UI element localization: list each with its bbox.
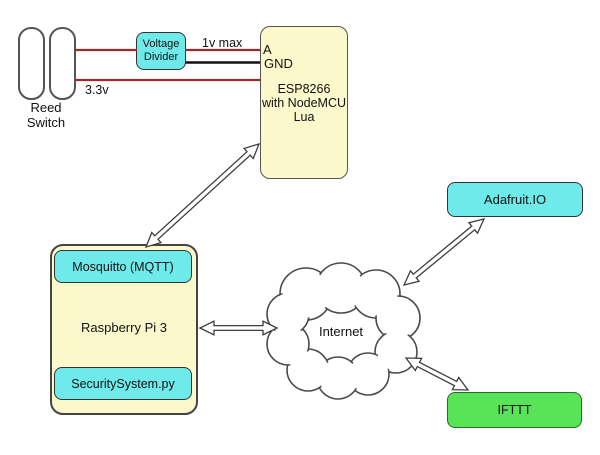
esp8266-label-line1: ESP8266 bbox=[277, 82, 331, 96]
arrow-rpi-to-internet bbox=[198, 320, 279, 336]
reed-switch-contact-left bbox=[18, 27, 45, 100]
internet-label: Internet bbox=[319, 324, 363, 339]
mosquitto-mqtt-box: Mosquitto (MQTT) bbox=[54, 250, 192, 283]
reed-switch-contact-right bbox=[49, 27, 76, 100]
esp8266-label: ESP8266 with NodeMCU Lua bbox=[260, 82, 348, 124]
adafruit-io-box: Adafruit.IO bbox=[447, 182, 583, 217]
esp8266-pin-gnd-label: GND bbox=[264, 56, 293, 71]
arrow-internet-to-ifttt bbox=[404, 357, 470, 391]
esp8266-pin-a-label: A bbox=[263, 42, 272, 57]
esp8266-box bbox=[260, 26, 348, 179]
internet-cloud: Internet bbox=[266, 262, 421, 400]
voltage-divider-label-line2: Divider bbox=[143, 51, 179, 63]
wire-label-3-3v: 3.3v bbox=[85, 83, 109, 97]
esp8266-label-line3: Lua bbox=[293, 110, 315, 124]
wire-label-1v-max: 1v max bbox=[202, 36, 243, 50]
arrow-esp-to-rpi bbox=[144, 142, 261, 249]
raspberry-pi-label: Raspberry Pi 3 bbox=[81, 320, 167, 335]
reed-switch-label-line1: Reed bbox=[30, 100, 62, 115]
reed-switch-label: Reed Switch bbox=[8, 100, 84, 130]
reed-switch-label-line2: Switch bbox=[26, 114, 66, 130]
ifttt-box: IFTTT bbox=[447, 392, 582, 428]
voltage-divider-label-line1: Voltage bbox=[142, 38, 180, 50]
esp8266-label-line2: with NodeMCU bbox=[261, 96, 347, 110]
voltage-divider-box: Voltage Divider bbox=[136, 32, 186, 70]
arrow-internet-to-adafruit bbox=[402, 218, 486, 286]
security-system-box: SecuritySystem.py bbox=[54, 367, 192, 400]
